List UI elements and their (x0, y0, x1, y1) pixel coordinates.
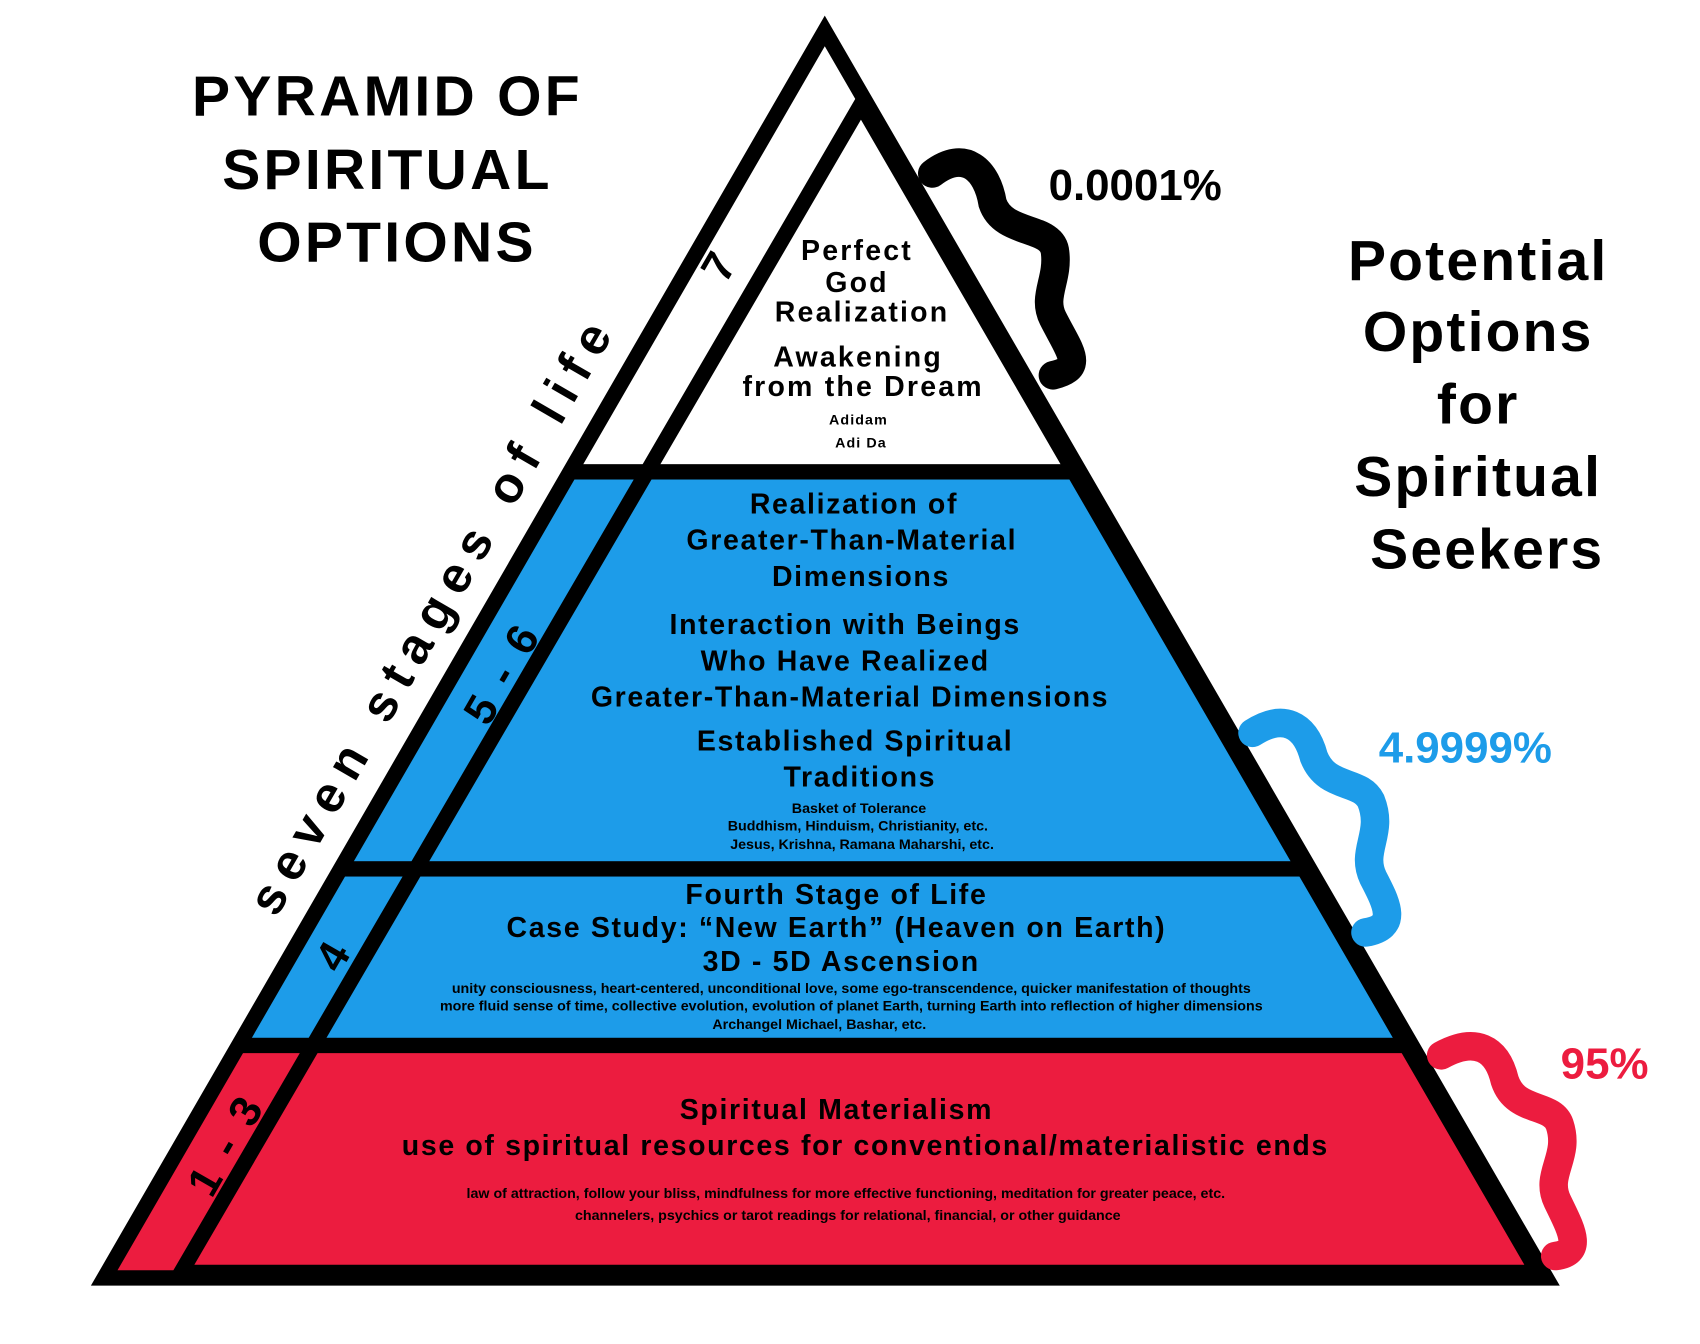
percent-bottom: 95% (1561, 1039, 1649, 1088)
bottom-details: law of attraction, follow your bliss, mi… (467, 1186, 1230, 1224)
percent-middle: 4.9999% (1379, 723, 1552, 772)
divider-2 (104, 861, 1547, 877)
outer-triangle-outline (90, 15, 1560, 1286)
top-details: Adidam Adi Da (829, 413, 893, 452)
band-bottom (104, 1044, 1547, 1278)
band-lower-middle (104, 868, 1547, 1045)
upper-middle-details: Basket of Tolerance Buddhism, Hinduism, … (728, 801, 994, 853)
upper-middle-traditions: Established Spiritual Traditions (697, 725, 1023, 793)
bottom-heading: Spiritual Materialism use of spiritual r… (402, 1094, 1329, 1162)
brace-bottom (1426, 1032, 1587, 1271)
percent-top: 0.0001% (1049, 161, 1222, 210)
brace-top (917, 148, 1087, 390)
divider-3 (104, 1037, 1547, 1054)
upper-middle-subheading: Interaction with Beings Who Have Realize… (591, 609, 1109, 713)
page-title: PYRAMID OF SPIRITUAL OPTIONS (192, 64, 602, 274)
brace-middle (1238, 708, 1402, 947)
lower-middle-heading: Fourth Stage of Life Case Study: “New Ea… (507, 879, 1176, 978)
top-heading: Perfect God Realization (775, 235, 950, 328)
top-subheading: Awakening from the Dream (742, 342, 983, 404)
upper-middle-heading: Realization of Greater-Than-Material Dim… (686, 489, 1026, 593)
side-title: Potential Options for Spiritual Seekers (1348, 229, 1627, 581)
lower-middle-details: unity consciousness, heart-centered, unc… (440, 981, 1267, 1033)
